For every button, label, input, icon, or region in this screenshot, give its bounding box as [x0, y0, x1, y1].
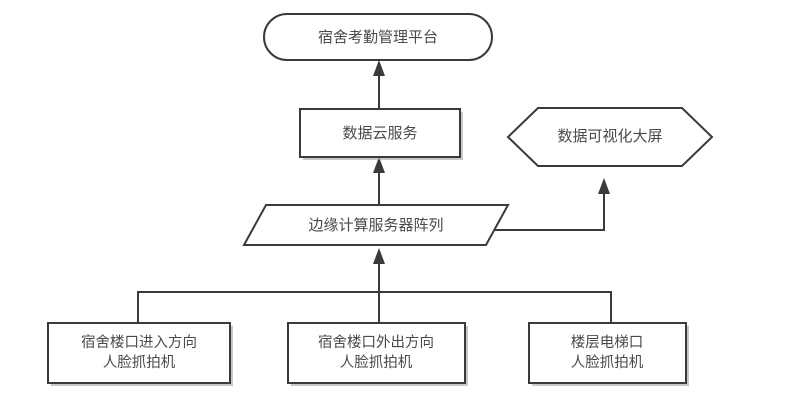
edge-cloud-to-platform — [373, 60, 385, 108]
node-camera-exit-label-line1: 宿舍楼口外出方向 — [318, 334, 434, 351]
node-platform-label: 宿舍考勤管理平台 — [318, 29, 438, 46]
node-platform-shape — [263, 13, 493, 61]
arrow-head-server-to-cloud — [373, 157, 385, 173]
node-visual-screen-shape — [506, 107, 714, 167]
arrow-head-server-to-screen — [598, 178, 610, 194]
node-camera-exit[interactable]: 宿舍楼口外出方向 人脸抓拍机 — [287, 322, 468, 386]
edge-line-server-to-screen — [495, 191, 605, 231]
node-visual-screen[interactable]: 数据可视化大屏 — [506, 107, 714, 167]
node-camera-entry-shape — [47, 322, 231, 384]
node-camera-elevator[interactable]: 楼层电梯口 人脸抓拍机 — [528, 322, 689, 386]
node-camera-exit-shape — [287, 322, 466, 384]
edge-line-camera-bus — [137, 291, 612, 323]
node-edge-server-label: 边缘计算服务器阵列 — [308, 216, 443, 234]
arrow-head-cameras-to-server — [373, 248, 385, 264]
node-edge-server[interactable]: 边缘计算服务器阵列 — [242, 204, 510, 246]
node-camera-elevator-shape — [528, 322, 687, 384]
node-cloud-service-label: 数据云服务 — [342, 125, 417, 142]
node-camera-elevator-label-line1: 楼层电梯口 — [571, 334, 644, 351]
node-camera-entry[interactable]: 宿舍楼口进入方向 人脸抓拍机 — [47, 322, 233, 386]
edge-layer — [137, 60, 612, 323]
node-edge-server-shape — [242, 204, 510, 246]
node-cloud-service-shape — [299, 108, 461, 158]
node-camera-entry-label-line2: 人脸抓拍机 — [103, 354, 176, 371]
edge-server-to-screen — [495, 178, 610, 231]
edge-cameras-to-server — [137, 248, 612, 323]
node-camera-exit-label-line2: 人脸抓拍机 — [340, 354, 413, 371]
node-camera-entry-label-line1: 宿舍楼口进入方向 — [81, 334, 197, 351]
node-visual-screen-label: 数据可视化大屏 — [557, 128, 662, 145]
node-platform[interactable]: 宿舍考勤管理平台 — [263, 13, 493, 61]
node-camera-elevator-label-line2: 人脸抓拍机 — [571, 354, 644, 371]
edge-server-to-cloud — [373, 157, 385, 205]
node-cloud-service[interactable]: 数据云服务 — [299, 108, 463, 160]
arrow-head-cloud-to-platform — [373, 60, 385, 76]
